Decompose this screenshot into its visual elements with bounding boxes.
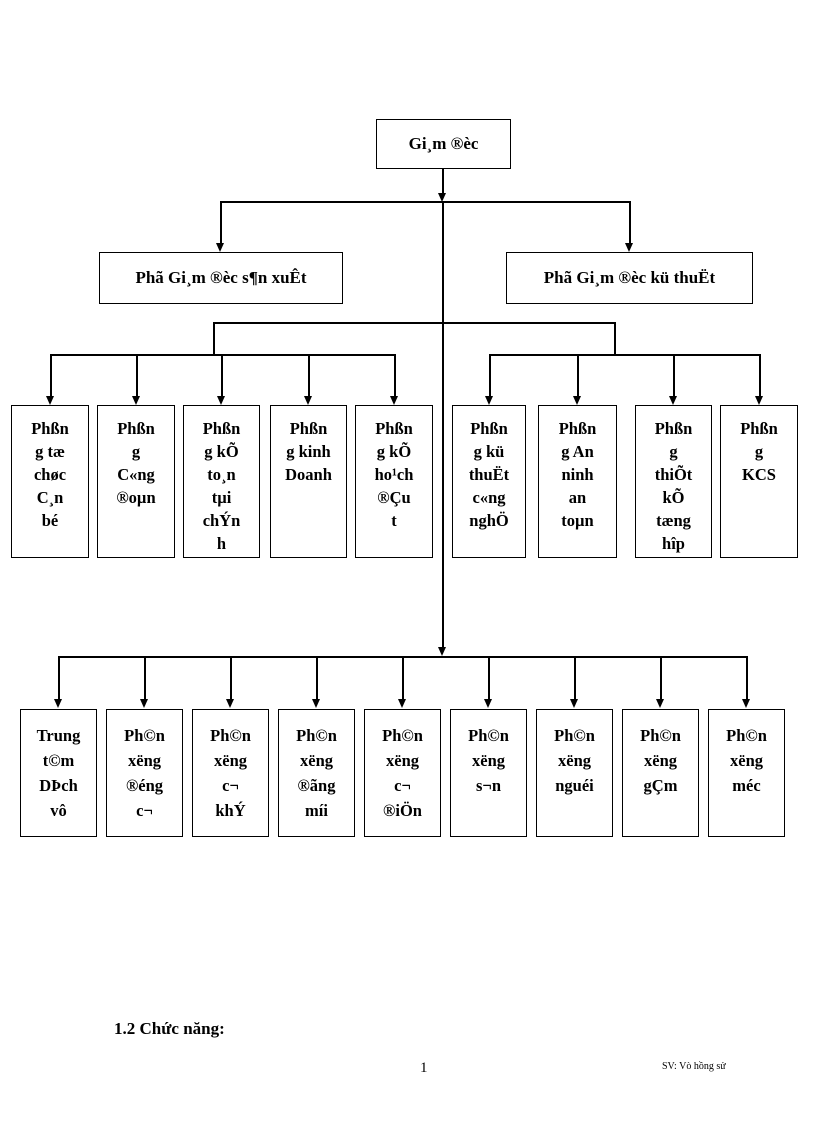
connector-line [221,354,223,397]
director-label: Gi¸m ®èc [408,134,479,153]
workshop-label: Ph©n xëng c¬ ®iÖn [382,726,423,820]
org-box-department: Phßn g kü thuËt c«ng nghÖ [452,405,526,558]
org-box-department: Phßn g kÕ ho¹ch ®Çu t [355,405,433,558]
arrow-down-icon [140,699,148,708]
arrow-down-icon [573,396,581,405]
connector-line [402,656,404,700]
workshop-label: Ph©n xëng nguéi [554,726,595,795]
arrow-down-icon [570,699,578,708]
arrow-down-icon [438,647,446,656]
org-box-deputy-technical: Phã Gi¸m ®èc kü thuËt [506,252,753,304]
arrow-down-icon [669,396,677,405]
org-box-department: Phßn g An ninh an toµn [538,405,617,558]
arrow-down-icon [132,396,140,405]
connector-right-group-bar [489,354,759,356]
org-box-department: Phßn g C«ng ®oµn [97,405,175,558]
connector-line [488,656,490,700]
org-box-department: Phßn g KCS [720,405,798,558]
connector-deputies-bar [220,201,630,203]
page-number: 1 [420,1060,428,1076]
org-box-department: Phßn g kinh Doanh [270,405,347,558]
org-box-workshop: Ph©n xëng gÇm [622,709,699,837]
connector-line [746,656,748,700]
connector-line [144,656,146,700]
org-box-workshop: Trung t©m DÞch vô [20,709,97,837]
arrow-down-icon [216,243,224,252]
connector-line [316,656,318,700]
connector-dept-bar [213,322,616,324]
workshop-label: Ph©n xëng ®éng c¬ [124,726,165,820]
department-label: Phßn g kÕ ho¹ch ®Çu t [374,419,414,530]
connector-line [759,354,761,397]
arrow-down-icon [217,396,225,405]
org-box-department: Phßn g tæ chøc C¸n bé [11,405,89,558]
org-box-workshop: Ph©n xëng c¬ ®iÖn [364,709,441,837]
arrow-down-icon [755,396,763,405]
arrow-down-icon [46,396,54,405]
arrow-down-icon [54,699,62,708]
org-box-workshop: Ph©n xëng nguéi [536,709,613,837]
org-box-department: Phßn g thiÕt kÕ tæng hîp [635,405,712,558]
connector-line [673,354,675,397]
connector-line [220,201,222,244]
deputy-production-label: Phã Gi¸m ®èc s¶n xuÊt [135,268,307,287]
org-box-department: Phßn g kÕ to¸n tµi chÝn h [183,405,260,558]
workshop-label: Trung t©m DÞch vô [36,726,81,820]
arrow-down-icon [656,699,664,708]
connector-line [394,354,396,397]
workshop-label: Ph©n xëng gÇm [640,726,681,795]
org-box-workshop: Ph©n xëng s¬n [450,709,527,837]
connector-line [308,354,310,397]
connector-line [574,656,576,700]
connector-line [58,656,60,700]
department-label: Phßn g thiÕt kÕ tæng hîp [654,419,693,553]
org-box-deputy-production: Phã Gi¸m ®èc s¶n xuÊt [99,252,343,304]
connector-line [629,201,631,244]
department-label: Phßn g tæ chøc C¸n bé [31,419,69,530]
footer-author: SV: Vò hồng sử [662,1061,726,1072]
workshop-label: Ph©n xëng ®ãng míi [296,726,337,820]
connector-line [577,354,579,397]
connector-line [230,656,232,700]
connector-line [136,354,138,397]
section-heading: 1.2 Chức năng: [114,1019,225,1038]
department-label: Phßn g KCS [740,419,778,484]
org-box-workshop: Ph©n xëng c¬ khÝ [192,709,269,837]
connector-line [50,354,52,397]
org-box-workshop: Ph©n xëng méc [708,709,785,837]
arrow-down-icon [625,243,633,252]
arrow-down-icon [304,396,312,405]
org-box-director: Gi¸m ®èc [376,119,511,169]
connector-line [213,322,215,355]
department-label: Phßn g C«ng ®oµn [116,419,156,507]
department-label: Phßn g kinh Doanh [285,419,332,484]
workshop-label: Ph©n xëng c¬ khÝ [210,726,251,820]
arrow-down-icon [398,699,406,708]
department-label: Phßn g kü thuËt c«ng nghÖ [468,419,510,530]
department-label: Phßn g kÕ to¸n tµi chÝn h [202,419,241,553]
connector-line [660,656,662,700]
arrow-down-icon [312,699,320,708]
arrow-down-icon [484,699,492,708]
org-box-workshop: Ph©n xëng ®éng c¬ [106,709,183,837]
arrow-down-icon [742,699,750,708]
org-box-workshop: Ph©n xëng ®ãng míi [278,709,355,837]
connector-central-trunk [442,201,444,648]
arrow-down-icon [226,699,234,708]
connector-director-stem [442,169,444,196]
connector-line [489,354,491,397]
department-label: Phßn g An ninh an toµn [558,419,597,530]
deputy-technical-label: Phã Gi¸m ®èc kü thuËt [543,268,716,287]
workshop-label: Ph©n xëng s¬n [468,726,509,795]
arrow-down-icon [485,396,493,405]
arrow-down-icon [390,396,398,405]
workshop-label: Ph©n xëng méc [726,726,767,795]
arrow-down-icon [438,193,446,202]
connector-line [614,322,616,355]
